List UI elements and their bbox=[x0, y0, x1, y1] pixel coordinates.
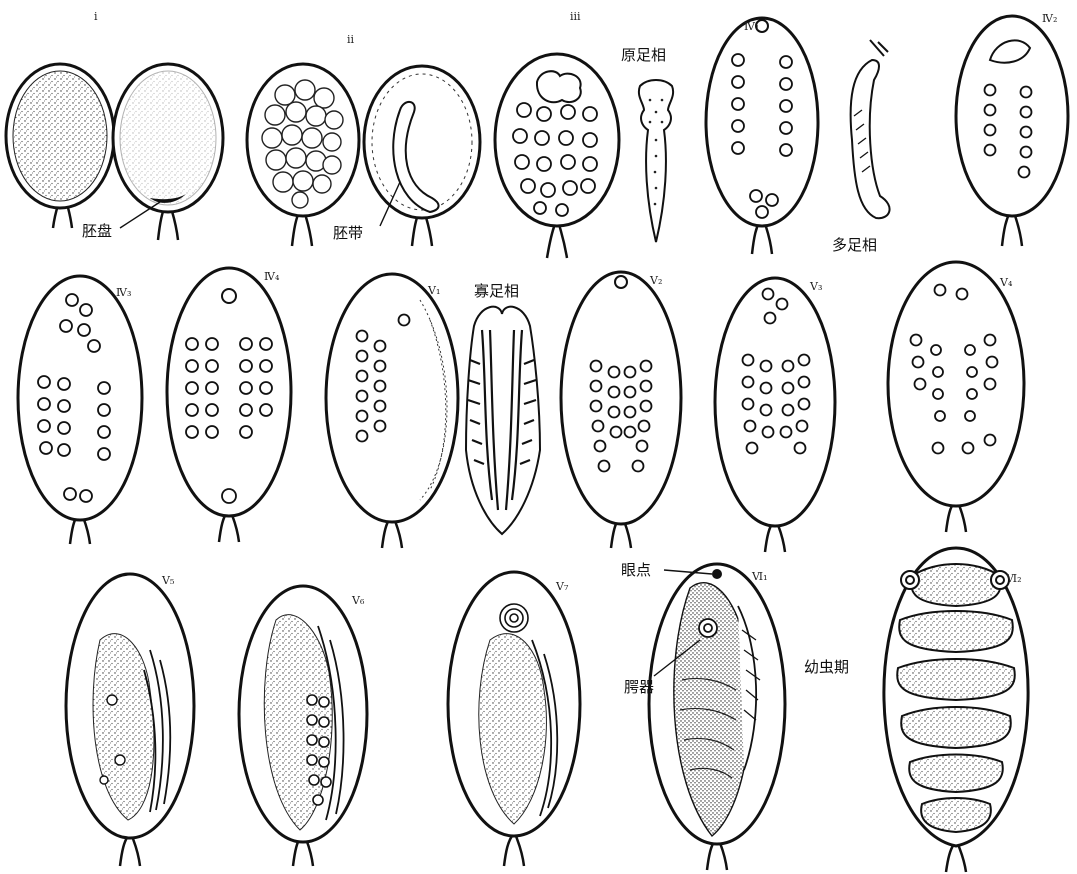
label-v2: Ⅴ₂ bbox=[649, 274, 662, 287]
embryonic-disc-pointer bbox=[120, 202, 160, 228]
annotation-larval-stage: 幼虫期 bbox=[804, 658, 849, 676]
polypod-embryo bbox=[851, 40, 890, 218]
egg-vi1-with-eye-spot bbox=[649, 564, 785, 870]
egg-v1 bbox=[326, 274, 458, 548]
oligopod-embryo bbox=[466, 307, 540, 534]
label-iv1: Ⅳ₁ bbox=[744, 20, 759, 33]
egg-ii-germ-band bbox=[364, 66, 480, 246]
egg-v7 bbox=[448, 572, 580, 866]
label-vi1: Ⅵ₁ bbox=[751, 570, 767, 583]
egg-v4 bbox=[888, 262, 1024, 532]
label-ii: ii bbox=[347, 33, 355, 46]
egg-ii-cleavage bbox=[247, 64, 359, 246]
label-v6: Ⅴ₆ bbox=[351, 594, 365, 607]
annotation-protopod: 原足相 bbox=[621, 46, 666, 64]
annotation-polypod: 多足相 bbox=[832, 236, 877, 254]
annotation-oligopod: 寡足相 bbox=[474, 282, 519, 300]
label-v4: Ⅴ₄ bbox=[999, 276, 1013, 289]
egg-v2 bbox=[561, 272, 681, 548]
egg-i-undivided bbox=[6, 64, 114, 228]
label-vi2: Ⅵ₂ bbox=[1005, 572, 1021, 585]
label-iv3: Ⅳ₃ bbox=[116, 286, 131, 299]
label-v1: Ⅴ₁ bbox=[427, 284, 440, 297]
label-v3: Ⅴ₃ bbox=[809, 280, 822, 293]
egg-iii-segmentation bbox=[495, 54, 619, 258]
annotation-embryonic-disc: 胚盘 bbox=[82, 222, 112, 240]
egg-iv2 bbox=[956, 16, 1068, 246]
egg-v6 bbox=[239, 586, 367, 866]
egg-iv4 bbox=[167, 268, 291, 542]
egg-iv3 bbox=[18, 276, 142, 544]
label-v7: Ⅴ₇ bbox=[555, 580, 569, 593]
label-iv2: Ⅳ₂ bbox=[1042, 12, 1057, 25]
annotation-eye-spot: 眼点 bbox=[621, 561, 651, 579]
label-v5: Ⅴ₅ bbox=[161, 574, 174, 587]
label-iv4: Ⅳ₄ bbox=[264, 270, 280, 283]
egg-iv1 bbox=[706, 18, 818, 254]
label-i: i bbox=[94, 10, 98, 23]
annotation-cheek-organ: 腭器 bbox=[624, 678, 654, 696]
egg-vi2-larva bbox=[884, 548, 1028, 872]
label-iii: iii bbox=[570, 10, 581, 23]
egg-v5 bbox=[66, 574, 194, 866]
egg-i-with-disc bbox=[113, 64, 223, 240]
egg-v3 bbox=[715, 278, 835, 552]
protopod-embryo bbox=[639, 80, 673, 242]
annotation-germ-band: 胚带 bbox=[333, 224, 363, 242]
